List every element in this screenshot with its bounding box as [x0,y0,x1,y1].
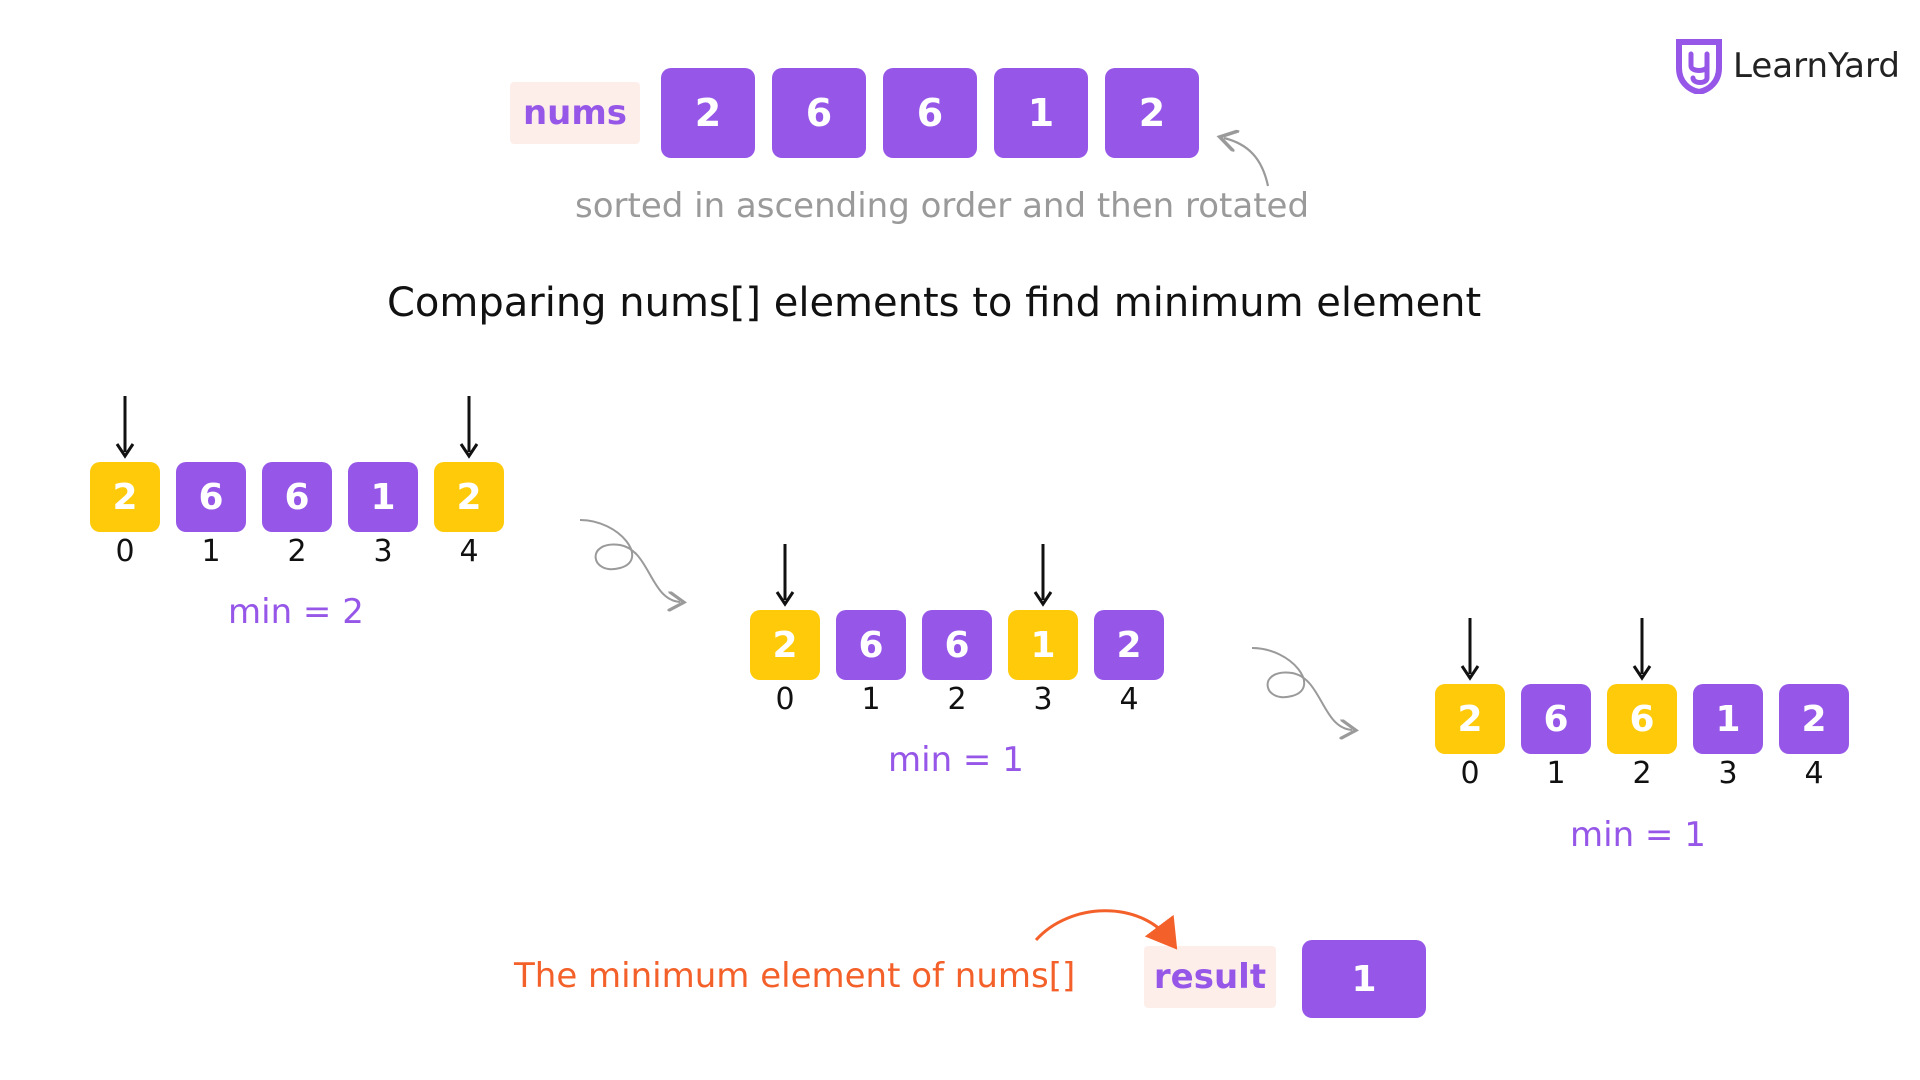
pointer-arrow-icon [459,396,479,459]
page-title: Comparing nums[] elements to find minimu… [387,280,1482,326]
result-label: result [1144,946,1276,1008]
highlighted-value-box: 6 [1607,684,1677,754]
index-label: 1 [201,534,221,569]
index-label: 0 [115,534,135,569]
index-label: 0 [775,682,795,717]
index-label: 4 [1119,682,1139,717]
pointer-arrow-icon [115,396,135,459]
pointer-arrow-icon [1460,618,1480,681]
highlighted-value-box: 2 [434,462,504,532]
index-label: 0 [1460,756,1480,791]
nums-label: nums [510,82,640,144]
min-value-label: min = 1 [1570,815,1706,855]
rotated-curve-arrow [1224,138,1270,187]
value-box: 6 [836,610,906,680]
nums-value-box: 2 [1105,68,1199,158]
value-box: 2 [1094,610,1164,680]
nums-value-box: 6 [772,68,866,158]
index-label: 2 [287,534,307,569]
pointer-arrow-icon [1033,544,1053,607]
index-label: 1 [1546,756,1566,791]
value-box: 6 [176,462,246,532]
step-transition-arrow-2 [1251,647,1352,730]
pointer-arrow-icon [1632,618,1652,681]
value-box: 6 [922,610,992,680]
index-label: 2 [947,682,967,717]
value-box: 2 [1779,684,1849,754]
result-note: The minimum element of nums[] [514,956,1076,996]
pointer-arrow-icon [775,544,795,607]
result-curve-arrow [1034,909,1178,950]
highlighted-value-box: 2 [1435,684,1505,754]
min-value-label: min = 2 [228,592,364,632]
highlighted-value-box: 1 [1008,610,1078,680]
index-label: 3 [1718,756,1738,791]
index-label: 3 [1033,682,1053,717]
value-box: 1 [1693,684,1763,754]
value-box: 1 [348,462,418,532]
index-label: 2 [1632,756,1652,791]
logo: LearnYard [1675,38,1900,94]
result-value-box: 1 [1302,940,1426,1018]
index-label: 4 [459,534,479,569]
min-value-label: min = 1 [888,740,1024,780]
shield-logo-icon [1676,39,1722,94]
step-transition-arrow-1 [579,519,680,602]
index-label: 3 [373,534,393,569]
value-box: 6 [262,462,332,532]
index-label: 4 [1804,756,1824,791]
logo-text: LearnYard [1733,46,1900,86]
rotation-note: sorted in ascending order and then rotat… [575,186,1310,226]
highlighted-value-box: 2 [90,462,160,532]
index-label: 1 [861,682,881,717]
nums-value-box: 1 [994,68,1088,158]
highlighted-value-box: 2 [750,610,820,680]
nums-value-box: 2 [661,68,755,158]
nums-value-box: 6 [883,68,977,158]
value-box: 6 [1521,684,1591,754]
